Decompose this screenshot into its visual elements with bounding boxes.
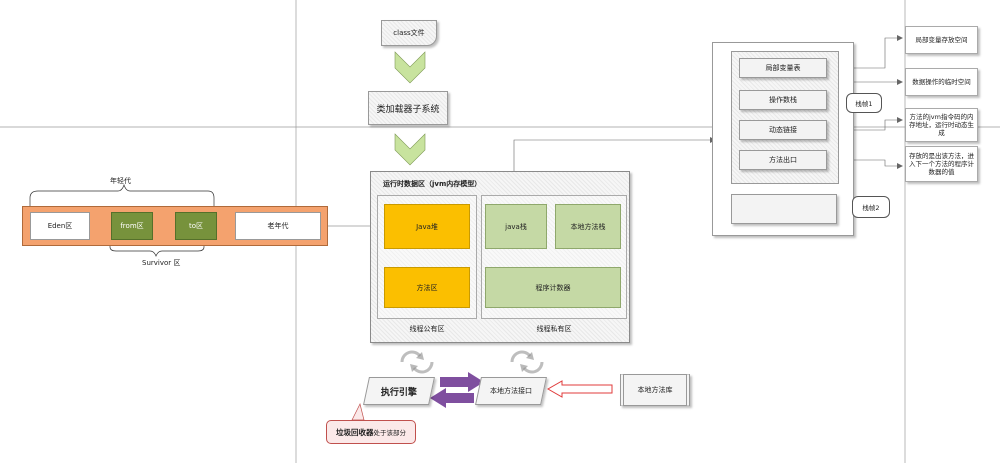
method-area-label: 方法区 xyxy=(416,283,438,292)
frame2-callout: 栈帧2 xyxy=(852,196,890,218)
java-stack-label: java栈 xyxy=(505,222,527,231)
eden-label: Eden区 xyxy=(47,222,73,230)
native-stack-box: 本地方法栈 xyxy=(555,204,621,249)
java-heap-box: Java堆 xyxy=(384,204,470,249)
execution-engine-node: 执行引擎 xyxy=(363,377,435,405)
native-library-label: 本地方法库 xyxy=(637,386,673,394)
return-addr-box: 方法出口 xyxy=(739,150,827,170)
class-loader-label: 类加载器子系统 xyxy=(376,104,440,115)
dynamic-link-note-text: 方法的jvm指令码的内存地址，运行时动态生成 xyxy=(909,112,974,138)
callout-tail xyxy=(351,402,365,421)
native-interface-node: 本地方法接口 xyxy=(475,377,547,405)
return-note-text: 存放的是出该方法，进入下一个方法的程序计数器的值 xyxy=(909,151,974,177)
runtime-data-area: 运行时数据区（jvm内存模型） Java堆 方法区 java栈 本地方法栈 程序… xyxy=(370,171,630,343)
young-gen-label: 年轻代 xyxy=(110,177,131,185)
survivor-brace xyxy=(109,242,205,257)
heap-layout-strip: Eden区 from区 to区 老年代 xyxy=(22,206,328,246)
local-vars-label: 局部变量表 xyxy=(765,64,801,72)
arrow-left-icon xyxy=(430,388,474,408)
connector-line xyxy=(827,37,900,69)
operand-note-text: 数据操作的临时空间 xyxy=(912,77,971,86)
from-label: from区 xyxy=(120,222,144,230)
method-area-box: 方法区 xyxy=(384,267,470,308)
pc-register-label: 程序计数器 xyxy=(535,283,571,292)
java-stack-box: java栈 xyxy=(485,204,547,249)
arrow-right-icon xyxy=(440,372,484,392)
dynamic-link-label: 动态链接 xyxy=(769,126,797,134)
from-box: from区 xyxy=(111,212,153,240)
gc-callout: 垃圾回收器处于该部分 xyxy=(326,420,416,444)
old-gen-box: 老年代 xyxy=(235,212,321,240)
class-file-label: class文件 xyxy=(393,29,425,37)
native-library-node: 本地方法库 xyxy=(620,374,690,406)
to-label: to区 xyxy=(188,222,204,230)
connector-line xyxy=(827,119,900,131)
class-loader-subsystem: 类加载器子系统 xyxy=(368,91,448,125)
return-note: 存放的是出该方法，进入下一个方法的程序计数器的值 xyxy=(905,146,978,182)
frame1-label: 栈帧1 xyxy=(855,100,873,108)
return-addr-label: 方法出口 xyxy=(769,156,797,164)
old-gen-label: 老年代 xyxy=(267,222,289,230)
frame2-label: 栈帧2 xyxy=(862,204,880,212)
gc-callout-rest: 处于该部分 xyxy=(373,429,407,437)
connector-line xyxy=(827,159,900,167)
shared-region-label: 线程公有区 xyxy=(409,325,445,333)
local-vars-note-text: 局部变量存放空间 xyxy=(915,35,968,44)
private-region-label: 线程私有区 xyxy=(536,325,572,333)
native-stack-label: 本地方法栈 xyxy=(570,222,606,231)
local-vars-box: 局部变量表 xyxy=(739,58,827,78)
operand-note: 数据操作的临时空间 xyxy=(905,68,978,96)
local-vars-note: 局部变量存放空间 xyxy=(905,26,978,54)
execution-engine-label: 执行引擎 xyxy=(380,387,417,398)
frame2-box xyxy=(731,194,837,224)
java-heap-label: Java堆 xyxy=(416,222,438,231)
operand-stack-box: 操作数栈 xyxy=(739,90,827,110)
eden-box: Eden区 xyxy=(30,212,90,240)
gc-callout-bold: 垃圾回收器 xyxy=(336,427,374,437)
young-gen-brace xyxy=(29,183,215,206)
cycle-arrow-icon xyxy=(510,350,544,374)
operand-stack-label: 操作数栈 xyxy=(769,96,797,104)
class-file-node: class文件 xyxy=(381,20,437,46)
frame1-callout: 栈帧1 xyxy=(846,93,882,113)
down-arrow-icon xyxy=(394,51,426,84)
native-interface-label: 本地方法接口 xyxy=(490,387,532,395)
arrow-left-icon xyxy=(546,380,613,398)
runtime-title: 运行时数据区（jvm内存模型） xyxy=(383,180,482,188)
to-box: to区 xyxy=(175,212,217,240)
pc-register-box: 程序计数器 xyxy=(485,267,621,308)
dynamic-link-note: 方法的jvm指令码的内存地址，运行时动态生成 xyxy=(905,108,978,142)
down-arrow-icon xyxy=(394,133,426,166)
cycle-arrow-icon xyxy=(400,350,434,374)
dynamic-link-box: 动态链接 xyxy=(739,120,827,140)
survivor-label: Survivor 区 xyxy=(142,259,181,267)
